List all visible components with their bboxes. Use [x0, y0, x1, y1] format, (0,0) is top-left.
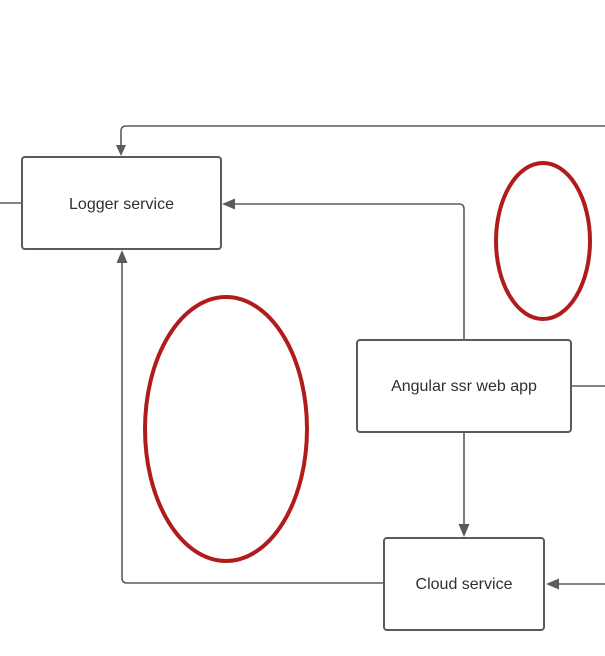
- node-cloud-box: [383, 537, 545, 631]
- node-logger-label: Logger service: [69, 196, 174, 213]
- arrowhead-icon: [116, 250, 128, 263]
- edge-offscreen-to-logger: [120, 125, 605, 148]
- arrowhead-icon: [116, 145, 126, 156]
- node-angular-ssr-web-app[interactable]: Angular ssr web app: [356, 339, 572, 433]
- node-cloud-label: Cloud service: [416, 576, 513, 593]
- edge-cloud-to-logger: [121, 262, 384, 584]
- node-cloud-service[interactable]: Cloud service: [383, 537, 545, 631]
- node-angular-box: [356, 339, 572, 433]
- node-logger-service[interactable]: Logger service: [21, 156, 222, 250]
- annotations: [143, 161, 592, 563]
- arrowhead-icon: [458, 524, 470, 537]
- arrowhead-icon: [546, 578, 559, 590]
- node-angular-label: Angular ssr web app: [391, 378, 537, 395]
- annotation-ellipse-left: [143, 295, 309, 563]
- node-logger-box: [21, 156, 222, 250]
- edge-angular-to-logger: [233, 203, 465, 340]
- edges: [0, 125, 605, 590]
- annotation-ellipse-right: [494, 161, 592, 321]
- arrowhead-icon: [222, 198, 235, 210]
